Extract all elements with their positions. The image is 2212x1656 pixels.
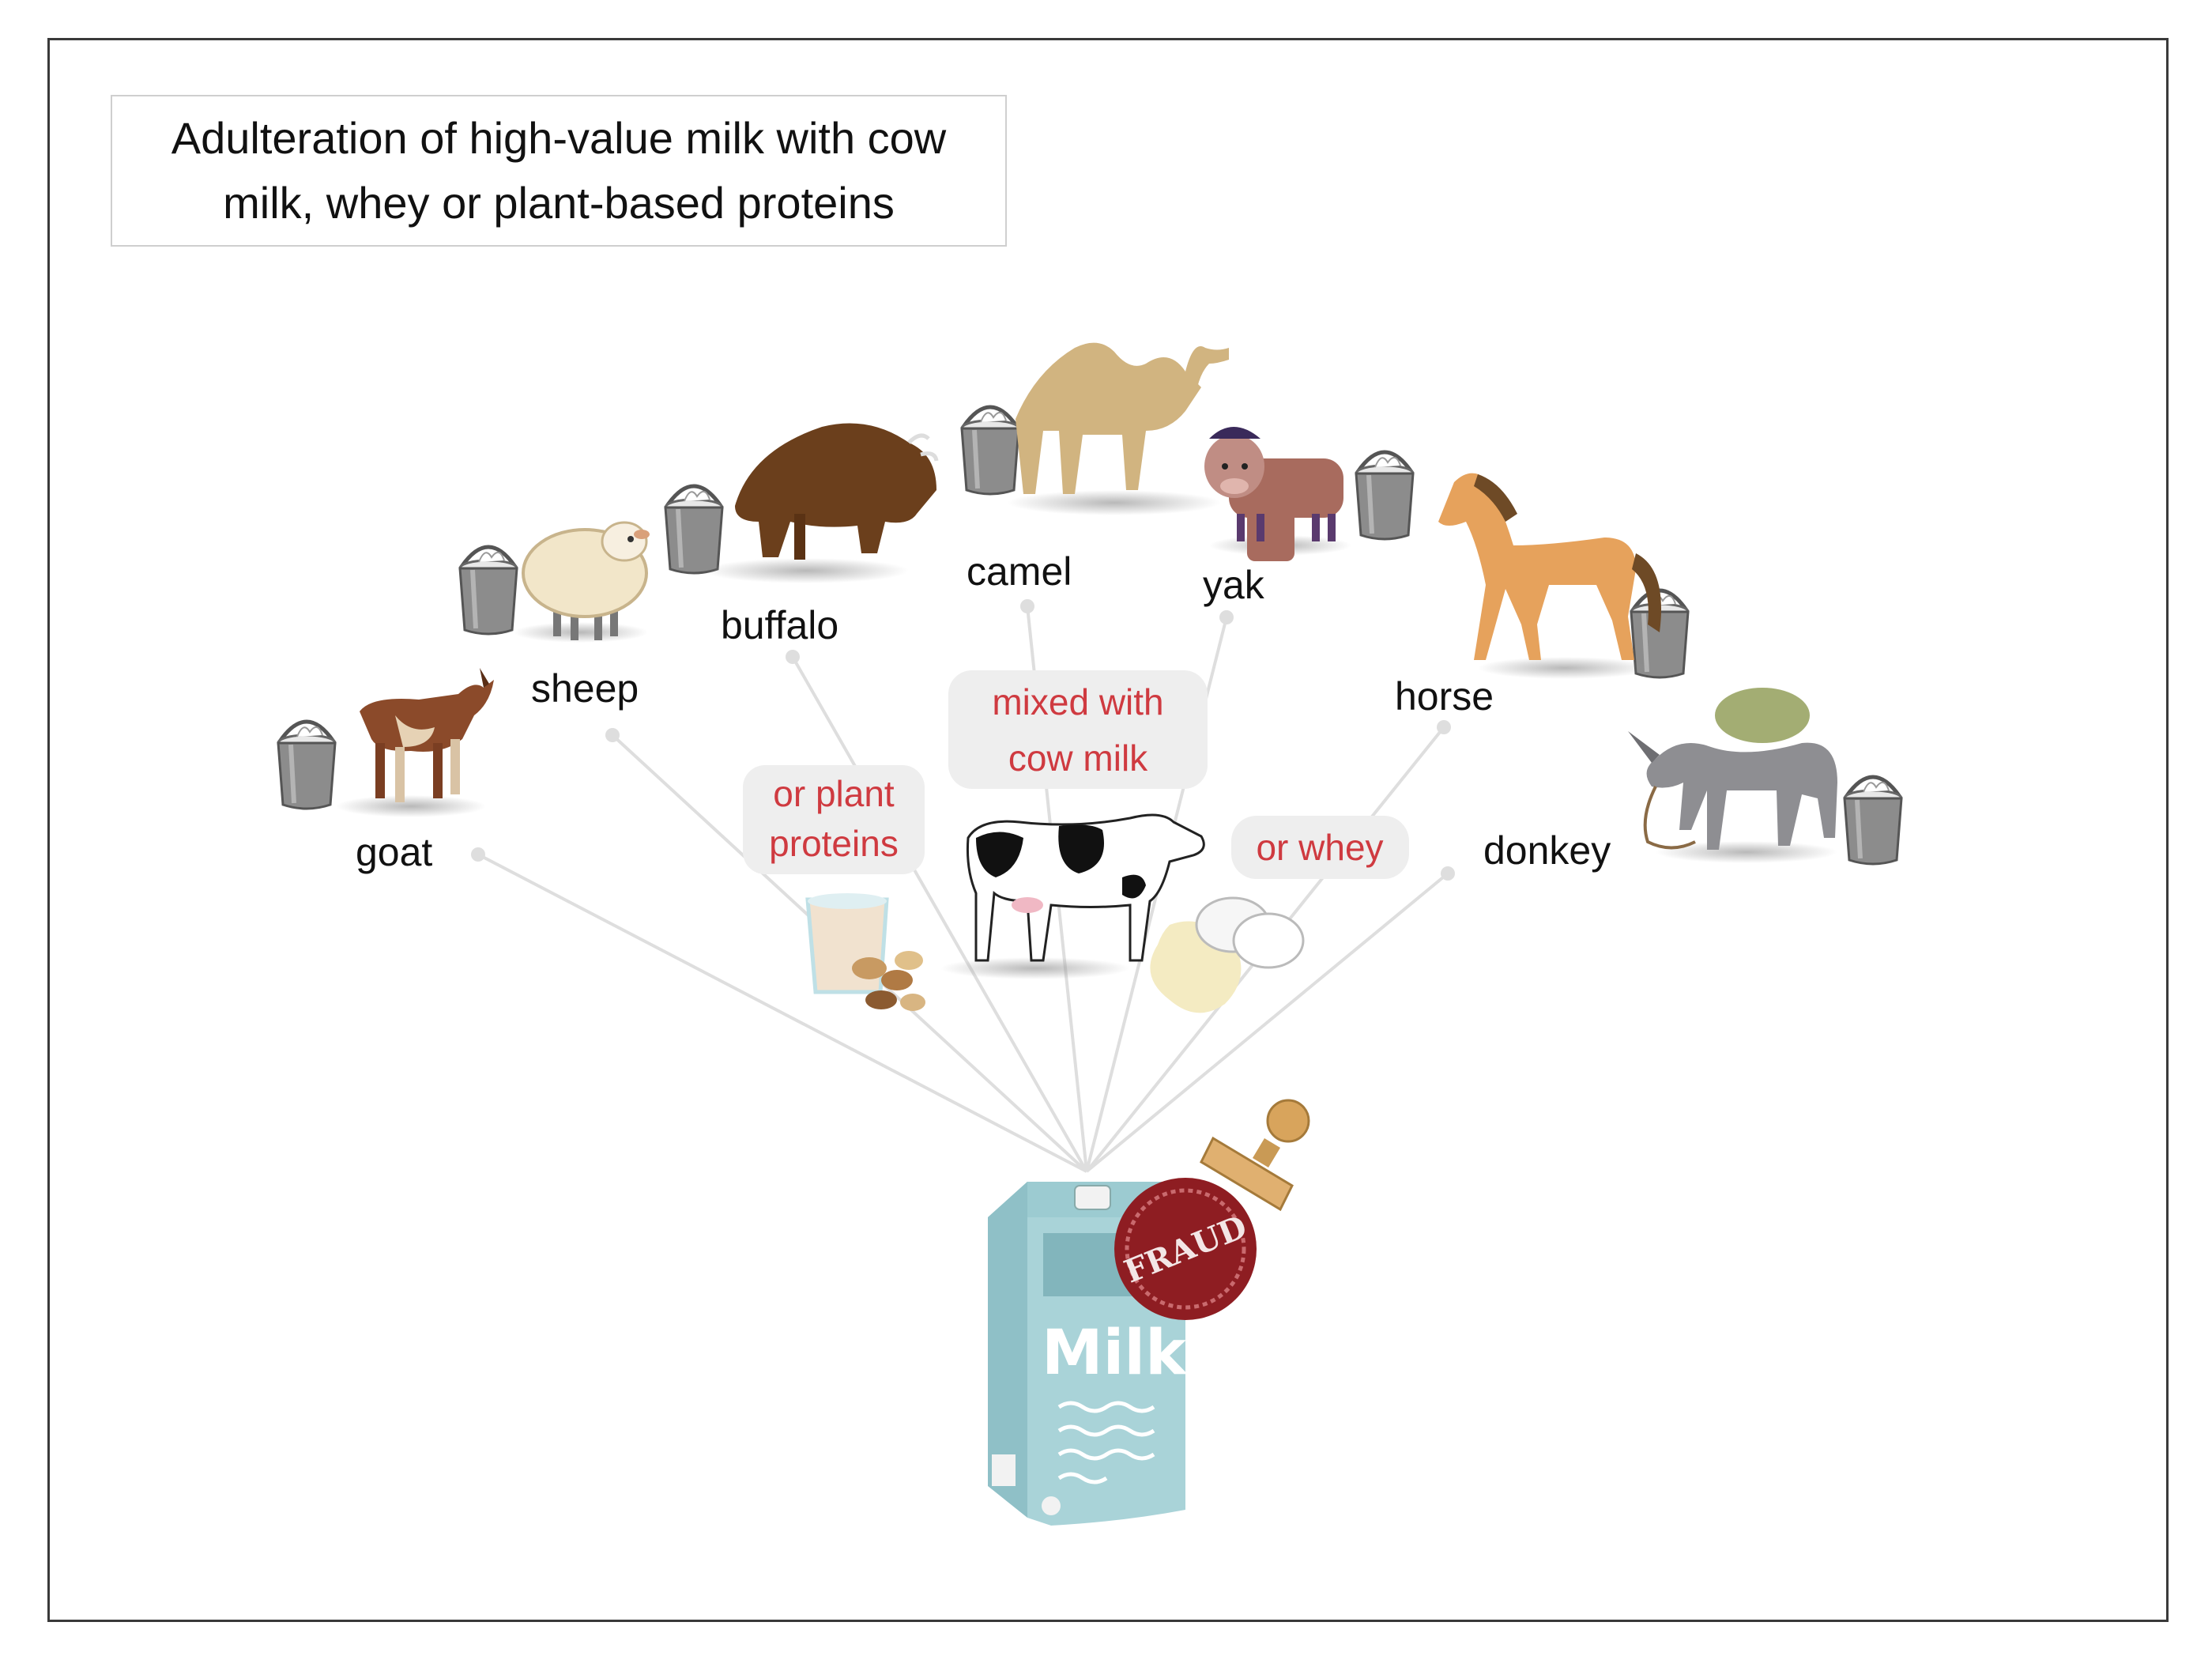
title-box: Adulteration of high-value milk with cow… (111, 95, 1007, 247)
cow-milk-line-2: cow milk (1008, 737, 1148, 779)
plant-line-1: or plant (773, 773, 895, 814)
cow-milk-bubble: mixed with cow milk (948, 670, 1208, 789)
plant-protein-bubble: or plant proteins (743, 765, 925, 874)
diagram-title: Adulteration of high-value milk with cow… (171, 113, 947, 228)
buffalo-icon (735, 423, 939, 560)
animal-label-horse: horse (1395, 674, 1494, 719)
animal-label-buffalo: buffalo (721, 603, 838, 647)
camel-icon (1016, 342, 1229, 494)
cow-milk-line-1: mixed with (992, 681, 1163, 722)
horse-icon (1438, 473, 1661, 660)
cow-icon (940, 813, 1205, 979)
animal-label-donkey: donkey (1483, 828, 1611, 873)
animal-label-sheep: sheep (531, 666, 639, 711)
horse-group: horse (1395, 473, 1688, 719)
animal-label-yak: yak (1203, 563, 1265, 607)
sheep-icon (522, 521, 650, 640)
connector-dots (471, 599, 1455, 881)
whey-icon (1150, 896, 1305, 1013)
sheep-group: sheep (460, 521, 650, 711)
animal-label-camel: camel (967, 549, 1072, 594)
whey-label: or whey (1256, 827, 1383, 868)
plant-protein-icon (805, 893, 925, 1011)
animal-label-goat: goat (356, 830, 432, 874)
goat-group: goat (278, 668, 494, 874)
camel-group: camel (962, 342, 1229, 594)
carton-label: Milk (1042, 1318, 1188, 1389)
plant-line-2: proteins (769, 823, 899, 864)
fraud-stamp-seal: FRAUD (1114, 1178, 1257, 1320)
connector-donkey (1085, 872, 1449, 1173)
connector-goat (477, 853, 1087, 1173)
diagram-frame (47, 38, 2169, 1622)
donkey-icon (1628, 688, 1837, 850)
yak-icon (1204, 427, 1343, 561)
buffalo-group: buffalo (665, 423, 939, 647)
goat-icon (360, 668, 494, 802)
connector-buffalo (791, 656, 1088, 1172)
whey-bubble: or whey (1231, 816, 1409, 879)
stamp-icon (1200, 1099, 1310, 1212)
donkey-group: donkey (1483, 688, 1901, 873)
yak-group: yak (1203, 427, 1413, 607)
